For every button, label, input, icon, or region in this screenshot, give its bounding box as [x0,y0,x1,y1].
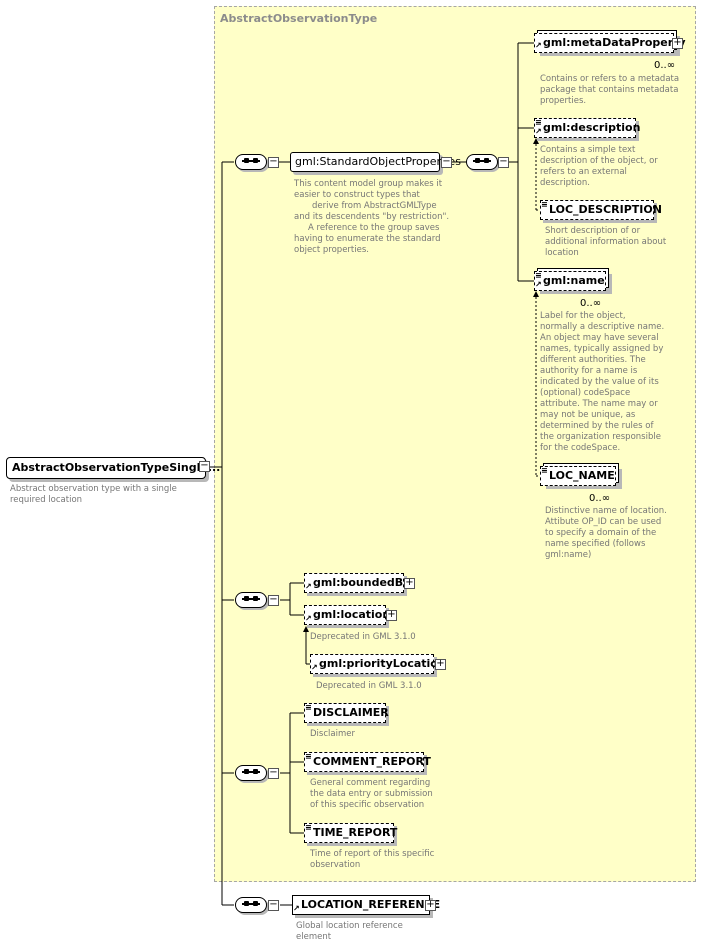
root-doc: Abstract observation type with a single … [10,484,177,505]
reference-arrow-icon: ↗ [305,582,312,591]
location-element[interactable]: ↗ gml:location [304,605,390,625]
text-lines-icon: ≡ [535,271,542,280]
loc-name-cardinality: 0..∞ [589,493,611,504]
name-label: gml:name [543,274,605,287]
name-element[interactable]: ≡ ↗ gml:name [534,271,606,291]
collapse-icon[interactable]: − [441,156,452,168]
disclaimer-doc: Disclaimer [310,729,355,739]
sequence-icon [235,897,267,913]
bounded-by-element[interactable]: ↗ gml:boundedBy [304,573,410,593]
loc-name-element[interactable]: ≡ LOC_NAME [540,466,616,486]
time-report-element[interactable]: ≡ TIME_REPORT [304,823,398,843]
root-label: AbstractObservationTypeSingle... [12,461,221,474]
metadata-cardinality: 0..∞ [654,60,676,71]
expand-icon[interactable]: + [425,899,436,911]
time-report-label: TIME_REPORT [313,826,398,839]
reference-arrow-icon: ↗ [305,614,312,623]
collapse-icon[interactable]: − [268,156,279,168]
reference-arrow-icon: ↗ [535,41,542,50]
text-lines-icon: ≡ [541,466,548,475]
standard-object-properties-group[interactable]: gml:StandardObjectProperties [290,152,461,172]
expand-icon[interactable]: + [386,609,397,621]
priority-location-doc: Deprecated in GML 3.1.0 [316,681,422,691]
comment-report-label: COMMENT_REPORT [313,755,431,768]
expand-icon[interactable]: + [435,658,446,670]
sequence-icon [466,154,498,170]
disclaimer-label: DISCLAIMER [313,706,389,719]
disclaimer-element[interactable]: ≡ DISCLAIMER [304,703,389,723]
standard-props-doc: This content model group makes it easier… [294,179,450,255]
sequence-icon [235,765,267,781]
metadata-property-element[interactable]: ↗ gml:metaDataProperty [534,33,686,53]
location-reference-element[interactable]: ↗ LOCATION_REFERENCE [292,895,440,915]
description-label: gml:description [543,121,641,134]
metadata-label: gml:metaDataProperty [543,36,686,49]
expand-icon[interactable]: + [672,37,683,49]
text-lines-icon: ≡ [305,703,312,712]
reference-arrow-icon: ↗ [535,127,542,136]
description-element[interactable]: ≡ ↗ gml:description [534,118,640,138]
sequence-icon [235,154,267,170]
reference-arrow-icon: ↗ [311,663,318,672]
loc-name-doc: Distinctive name of location.Attibute OP… [545,506,667,560]
text-lines-icon: ≡ [305,823,312,832]
loc-description-label: LOC_DESCRIPTION [549,203,662,216]
reference-arrow-icon: ↗ [293,904,300,913]
text-lines-icon: ≡ [535,118,542,127]
collapse-icon[interactable]: − [199,460,210,472]
reference-arrow-icon: ↗ [535,280,542,289]
location-label: gml:location [313,608,391,621]
comment-report-element[interactable]: ≡ COMMENT_REPORT [304,752,431,772]
priority-location-element[interactable]: ↗ gml:priorityLocation [310,654,446,674]
name-cardinality: 0..∞ [580,298,602,309]
expand-icon[interactable]: + [404,577,415,589]
sequence-icon [235,592,267,608]
type-title: AbstractObservationType [220,12,378,25]
loc-name-label: LOC_NAME [549,469,615,482]
text-lines-icon: ≡ [305,752,312,761]
collapse-icon[interactable]: − [268,594,279,606]
collapse-icon[interactable]: − [498,156,509,168]
collapse-icon[interactable]: − [268,767,279,779]
priority-location-label: gml:priorityLocation [319,657,446,670]
text-lines-icon: ≡ [541,200,548,209]
loc-description-element[interactable]: ≡ LOC_DESCRIPTION [540,200,662,220]
name-doc: Label for the object,normally a descript… [540,311,665,453]
collapse-icon[interactable]: − [268,899,279,911]
location-doc: Deprecated in GML 3.1.0 [310,632,416,642]
location-reference-label: LOCATION_REFERENCE [301,898,441,911]
standard-props-label: gml:StandardObjectProperties [295,155,461,168]
root-element[interactable]: AbstractObservationTypeSingle... [6,457,220,479]
bounded-by-label: gml:boundedBy [313,576,411,589]
